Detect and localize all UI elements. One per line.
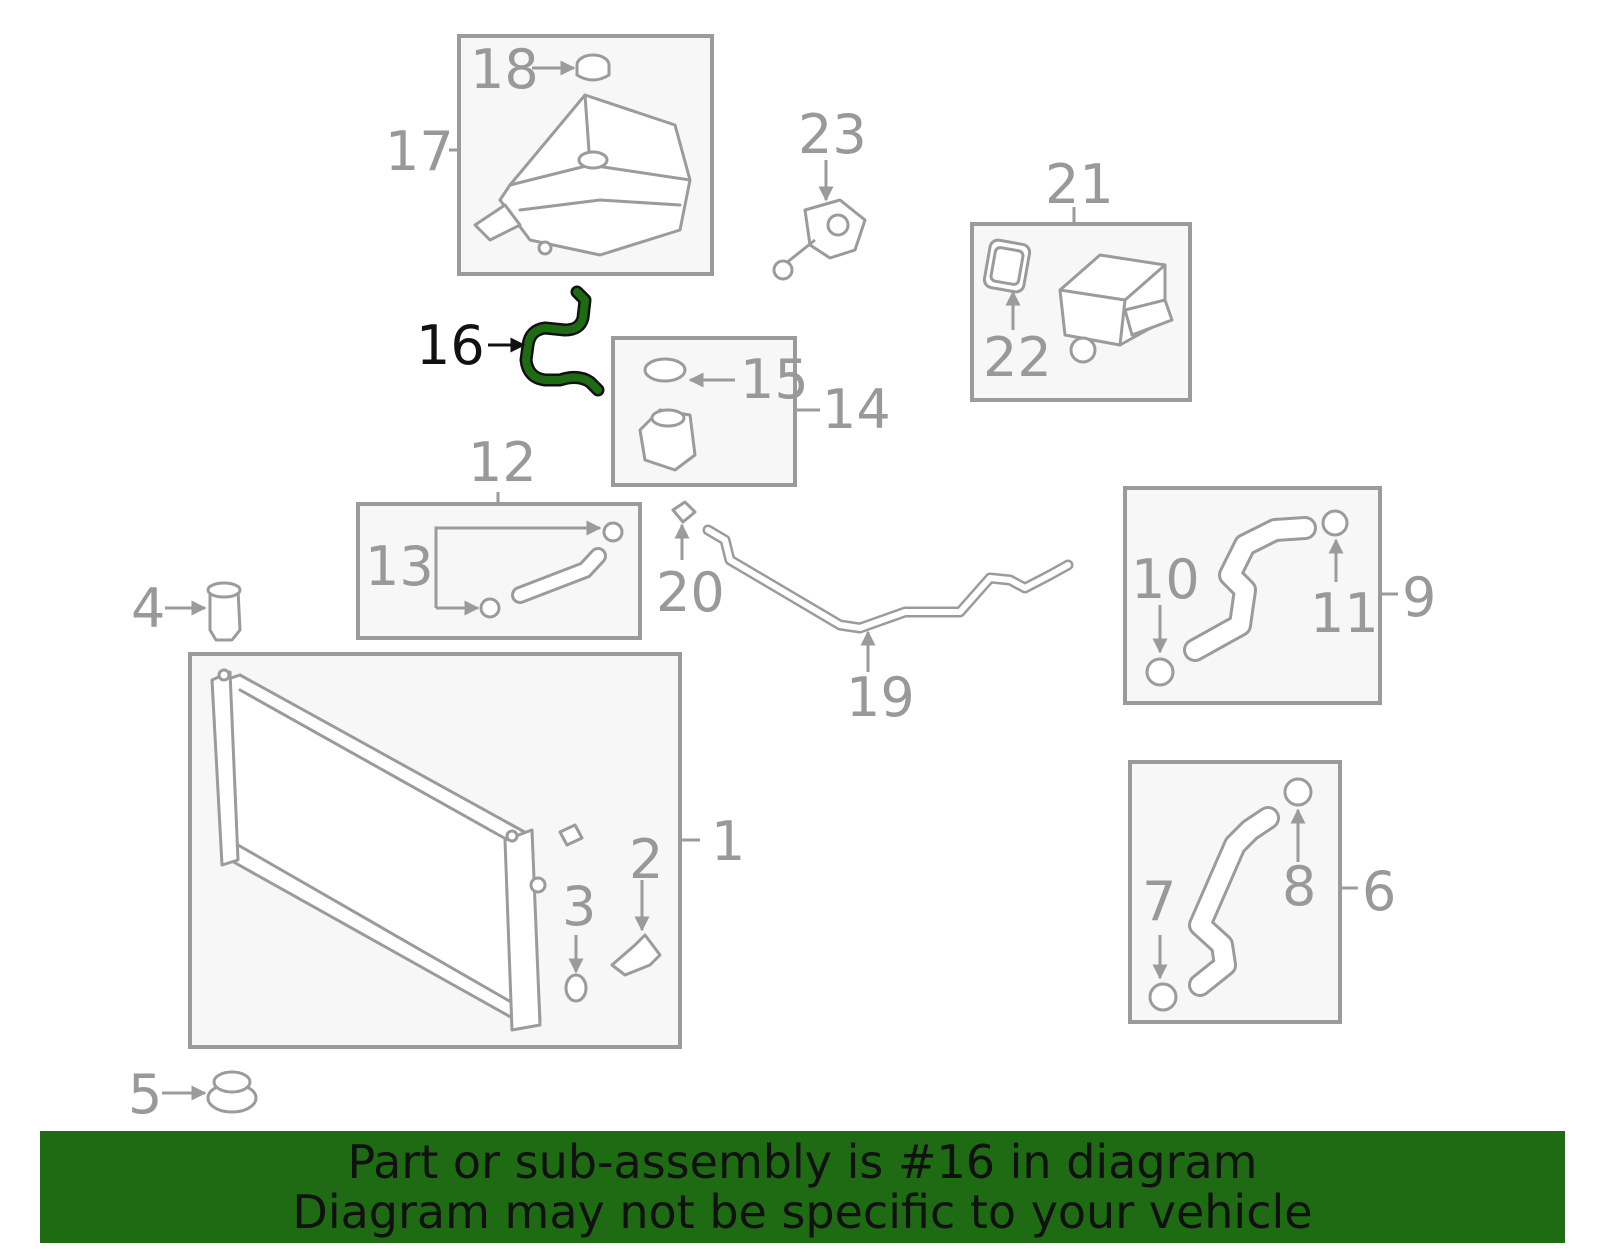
leader-13-top — [434, 520, 602, 608]
callout-11: 11 — [1310, 582, 1379, 645]
filler-neck-box — [611, 336, 797, 487]
thermostat-outlet — [1069, 336, 1097, 364]
hose-6 — [1191, 809, 1277, 994]
callout-12: 12 — [468, 431, 537, 494]
reservoir-fitting — [537, 240, 553, 256]
cap-15 — [643, 357, 687, 383]
part-23-body — [803, 198, 867, 260]
pipe-19-group — [671, 500, 1074, 672]
clamp-13-top — [602, 521, 624, 543]
callout-17: 17 — [385, 120, 454, 183]
thermostat-edges — [1058, 263, 1167, 347]
gasket-22-inner — [989, 246, 1025, 286]
radiator-core-lines — [236, 688, 527, 1012]
callout-13: 13 — [365, 535, 434, 598]
notice-line-1: Part or sub-assembly is #16 in diagram — [347, 1135, 1258, 1189]
notice-banner: Part or sub-assembly is #16 in diagram D… — [40, 1131, 1565, 1243]
radiator-port — [529, 876, 547, 894]
part-5-group — [162, 1070, 258, 1114]
callout-23: 23 — [798, 103, 867, 166]
callout-14: 14 — [822, 378, 891, 441]
gasket-22 — [982, 238, 1032, 294]
callout-20: 20 — [656, 561, 725, 624]
filler-neck-group — [611, 336, 820, 487]
callout-21: 21 — [1045, 153, 1114, 216]
callout-4: 4 — [131, 577, 165, 640]
part-4-group — [165, 581, 242, 642]
hose-9 — [1186, 519, 1314, 659]
reservoir-outlet — [473, 203, 522, 242]
notice-line-2: Diagram may not be specific to your vehi… — [292, 1185, 1313, 1239]
clamp-10 — [1145, 657, 1175, 687]
cap-5-top — [212, 1070, 252, 1094]
radiator-pin-right — [505, 829, 519, 843]
clip-20 — [671, 500, 697, 524]
reservoir-neck — [577, 150, 609, 170]
callout-15: 15 — [740, 348, 809, 411]
clamp-13-bottom — [479, 597, 501, 619]
part-23-hole — [826, 213, 850, 237]
hose-12-group — [356, 492, 642, 640]
reservoir-group — [449, 34, 714, 276]
radiator-pin-left — [217, 668, 231, 682]
radiator-fitting — [558, 823, 584, 847]
pipe-19 — [705, 527, 1071, 631]
callout-2: 2 — [629, 828, 663, 891]
hose-16-group — [488, 285, 605, 397]
part-23-port — [772, 259, 794, 281]
callout-8: 8 — [1282, 855, 1316, 918]
filler-neck-opening — [650, 408, 686, 428]
callout-22: 22 — [983, 326, 1052, 389]
reservoir-cap-side — [575, 65, 611, 82]
part-4-top — [206, 581, 242, 599]
drain-2 — [610, 933, 662, 977]
hose-9-group — [1123, 486, 1398, 705]
part-23-group — [772, 160, 867, 281]
hose-16 — [522, 288, 602, 394]
hose-12 — [514, 550, 604, 601]
callout-18: 18 — [470, 38, 539, 101]
thermostat-port — [1123, 298, 1174, 337]
callout-3: 3 — [562, 875, 596, 938]
callout-6: 6 — [1362, 860, 1396, 923]
clamp-7 — [1148, 982, 1178, 1012]
callout-9: 9 — [1402, 566, 1436, 629]
callout-5: 5 — [128, 1063, 162, 1126]
callout-10: 10 — [1131, 548, 1200, 611]
callout-7: 7 — [1142, 870, 1176, 933]
o-ring-3 — [564, 973, 588, 1003]
clamp-8 — [1283, 777, 1313, 807]
radiator-group — [188, 652, 700, 1049]
hose-6-group — [1128, 760, 1358, 1024]
callout-1: 1 — [711, 810, 745, 873]
callout-16: 16 — [416, 314, 485, 377]
clamp-11 — [1321, 509, 1349, 537]
callout-19: 19 — [846, 666, 915, 729]
thermostat-group — [970, 207, 1192, 402]
